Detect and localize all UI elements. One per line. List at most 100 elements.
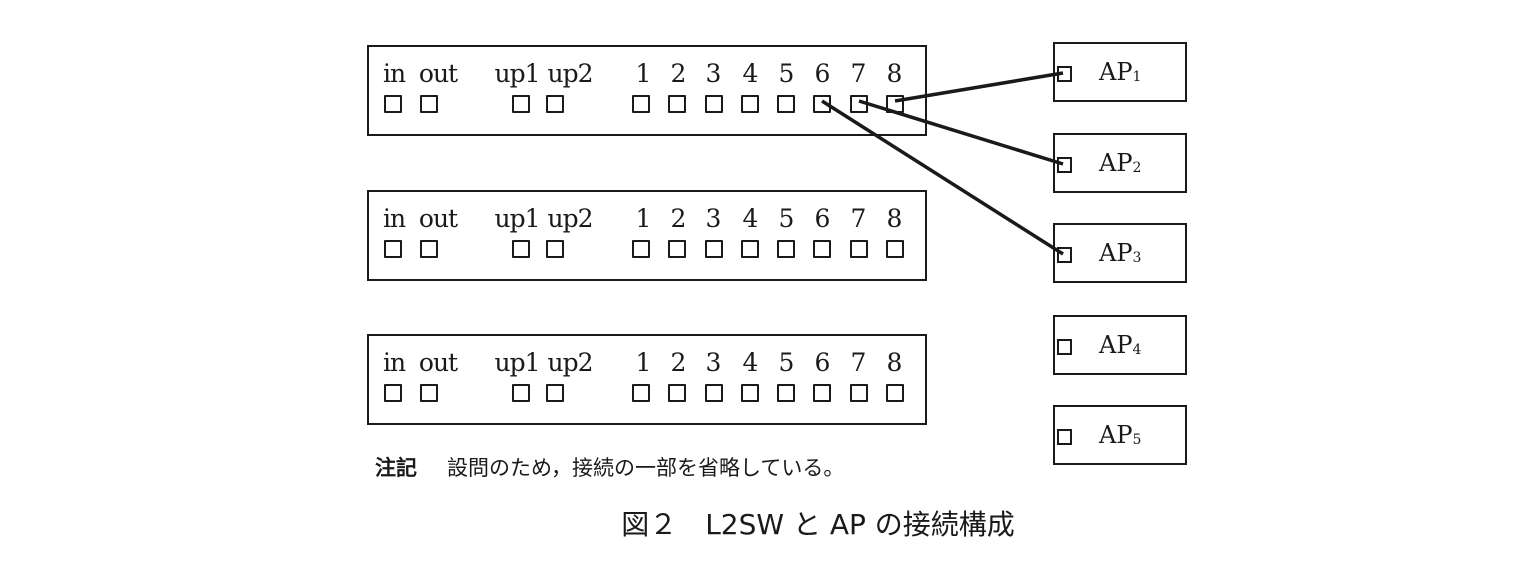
ap-label: AP — [1099, 239, 1133, 267]
port-label: 7 — [850, 348, 867, 377]
port-label: 4 — [742, 204, 759, 233]
port-2-icon — [668, 95, 686, 113]
note: 注記 設問のため，接続の一部を省略している。 — [375, 452, 844, 482]
link-port8-ap1 — [894, 71, 1064, 103]
port-label: up2 — [547, 348, 593, 377]
access-point-4: AP4 — [1053, 315, 1187, 375]
port-7-icon — [850, 240, 868, 258]
port-label: out — [418, 204, 458, 233]
port-label: 3 — [705, 348, 722, 377]
port-label: 3 — [705, 204, 722, 233]
port-label: 7 — [850, 59, 867, 88]
ap-index: 2 — [1132, 160, 1142, 176]
port-4-icon — [741, 95, 759, 113]
port-in-icon — [384, 384, 402, 402]
port-6-icon — [813, 240, 831, 258]
port-out-icon — [420, 95, 438, 113]
ap-label: AP — [1099, 149, 1133, 177]
ap-port-icon — [1057, 429, 1072, 445]
port-label: 8 — [886, 59, 903, 88]
port-5-icon — [777, 240, 795, 258]
port-label: 5 — [778, 59, 795, 88]
port-label: in — [382, 204, 406, 233]
ap-name: AP1 — [1099, 58, 1141, 86]
ap-index: 5 — [1132, 432, 1142, 448]
port-label: 2 — [670, 204, 687, 233]
port-5-icon — [777, 384, 795, 402]
ap-name: AP2 — [1099, 149, 1141, 177]
access-point-2: AP2 — [1053, 133, 1187, 193]
port-label: up2 — [547, 59, 593, 88]
port-label: 6 — [814, 204, 831, 233]
port-4-icon — [741, 384, 759, 402]
link-port7-ap2 — [858, 99, 1064, 166]
port-label: 7 — [850, 204, 867, 233]
port-3-icon — [705, 240, 723, 258]
access-point-3: AP3 — [1053, 223, 1187, 283]
port-label: up1 — [494, 204, 540, 233]
port-label: 1 — [635, 59, 652, 88]
port-up2-icon — [546, 384, 564, 402]
port-1-icon — [632, 384, 650, 402]
port-2-icon — [668, 240, 686, 258]
figure-title: 図２ L2SW と AP の接続構成 — [621, 508, 1015, 541]
port-1-icon — [632, 95, 650, 113]
port-2-icon — [668, 384, 686, 402]
port-label: 5 — [778, 348, 795, 377]
ap-port-icon — [1057, 157, 1072, 173]
port-3-icon — [705, 384, 723, 402]
port-3-icon — [705, 95, 723, 113]
port-8-icon — [886, 240, 904, 258]
port-label: 2 — [670, 348, 687, 377]
port-label: 1 — [635, 204, 652, 233]
port-label: 1 — [635, 348, 652, 377]
port-label: 8 — [886, 348, 903, 377]
port-label: in — [382, 348, 406, 377]
port-label: 6 — [814, 348, 831, 377]
port-6-icon — [813, 384, 831, 402]
port-up1-icon — [512, 95, 530, 113]
ap-name: AP3 — [1099, 239, 1141, 267]
note-text: 設問のため，接続の一部を省略している。 — [447, 456, 845, 480]
ap-label: AP — [1099, 58, 1133, 86]
port-label: out — [418, 59, 458, 88]
port-up2-icon — [546, 240, 564, 258]
port-out-icon — [420, 240, 438, 258]
port-5-icon — [777, 95, 795, 113]
access-point-5: AP5 — [1053, 405, 1187, 465]
port-label: 6 — [814, 59, 831, 88]
ap-port-icon — [1057, 339, 1072, 355]
ap-label: AP — [1099, 331, 1133, 359]
port-1-icon — [632, 240, 650, 258]
port-label: 5 — [778, 204, 795, 233]
ap-index: 4 — [1132, 342, 1142, 358]
port-up1-icon — [512, 240, 530, 258]
port-label: up1 — [494, 59, 540, 88]
port-8-icon — [886, 384, 904, 402]
port-label: 8 — [886, 204, 903, 233]
port-label: 2 — [670, 59, 687, 88]
port-6-icon — [813, 95, 831, 113]
ap-index: 1 — [1132, 69, 1142, 85]
port-up2-icon — [546, 95, 564, 113]
port-label: up1 — [494, 348, 540, 377]
ap-name: AP4 — [1099, 331, 1141, 359]
port-in-icon — [384, 240, 402, 258]
port-in-icon — [384, 95, 402, 113]
access-point-1: AP1 — [1053, 42, 1187, 102]
port-label: 4 — [742, 59, 759, 88]
port-label: 4 — [742, 348, 759, 377]
link-port6-ap3 — [821, 99, 1064, 256]
ap-name: AP5 — [1099, 421, 1141, 449]
ap-index: 3 — [1132, 250, 1142, 266]
port-up1-icon — [512, 384, 530, 402]
port-label: up2 — [547, 204, 593, 233]
note-label: 注記 — [375, 456, 417, 480]
port-7-icon — [850, 384, 868, 402]
port-label: 3 — [705, 59, 722, 88]
port-4-icon — [741, 240, 759, 258]
